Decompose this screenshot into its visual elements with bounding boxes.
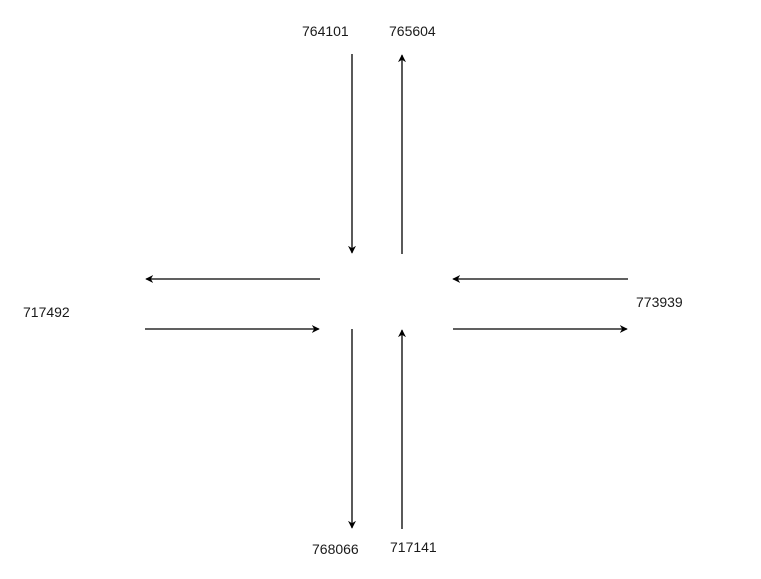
node-label-west: 717492 (23, 304, 70, 320)
node-label-south-out: 768066 (312, 541, 359, 557)
node-label-north-in: 764101 (302, 23, 349, 39)
node-label-south-in: 717141 (390, 539, 437, 555)
node-label-east: 773939 (636, 294, 683, 310)
node-label-north-out: 765604 (389, 23, 436, 39)
